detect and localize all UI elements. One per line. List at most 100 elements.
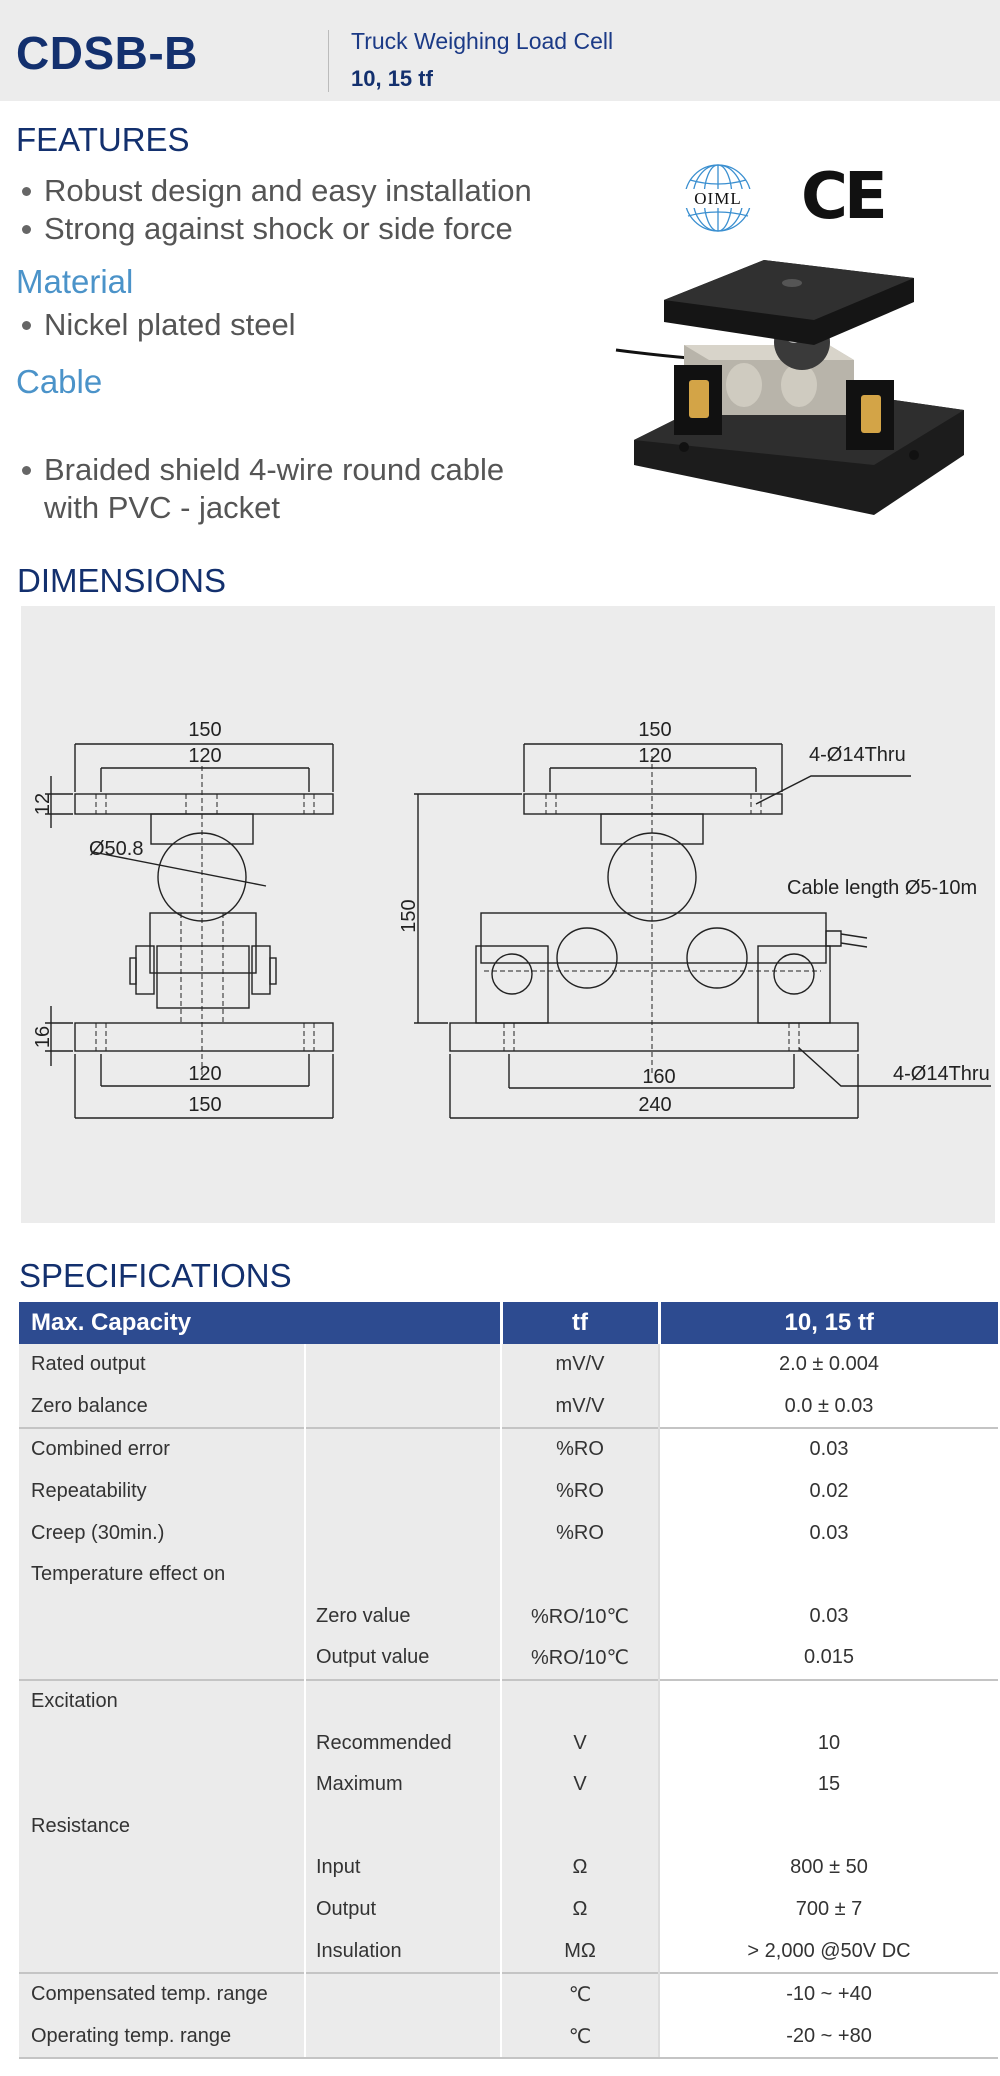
spec-row: Temperature effect on <box>19 1553 998 1596</box>
spec-subparam <box>304 1553 501 1596</box>
feature-item: Strong against shock or side force <box>16 210 532 248</box>
capacity-range: 10, 15 tf <box>351 66 433 91</box>
dimensions-drawing: 150 120 12 Ø50.8 16 120 150 150 120 4-Ø1… <box>32 719 991 1119</box>
spec-row: Compensated temp. range℃-10 ~ +40 <box>19 1971 998 2016</box>
spec-unit: mV/V <box>500 1385 659 1429</box>
spec-subparam <box>304 1971 501 2016</box>
spec-value: > 2,000 @50V DC <box>658 1930 998 1973</box>
features-list: Robust design and easy installation Stro… <box>16 172 532 248</box>
spec-unit: V <box>500 1763 659 1806</box>
spec-unit <box>500 1553 659 1596</box>
spec-subparam <box>304 1678 501 1723</box>
dim-right-120-top: 120 <box>638 745 671 767</box>
spec-param <box>19 1930 305 1973</box>
dim-right-240: 240 <box>638 1094 671 1116</box>
spec-header-capacity: Max. Capacity <box>19 1302 501 1344</box>
cable-item: Braided shield 4-wire round cable with P… <box>16 451 504 527</box>
oiml-logo-text: OIML <box>694 189 741 208</box>
spec-unit: mV/V <box>500 1344 659 1386</box>
page-header: CDSB-B Truck Weighing Load Cell 10, 15 t… <box>0 0 1000 101</box>
features-title: FEATURES <box>16 121 190 158</box>
spec-subparam: Output value <box>304 1637 501 1680</box>
spec-param <box>19 1722 305 1764</box>
spec-subparam <box>304 1427 501 1471</box>
spec-param: Excitation <box>19 1678 305 1723</box>
spec-subparam <box>304 1470 501 1513</box>
spec-header-row: Max. Capacity tf 10, 15 tf <box>19 1302 998 1344</box>
dim-right-cable-length: Cable length Ø5-10m <box>787 877 977 899</box>
spec-unit: Ω <box>500 1888 659 1931</box>
cable-title: Cable <box>16 363 103 400</box>
dim-right-thru-bottom: 4-Ø14Thru <box>893 1063 990 1085</box>
spec-subparam: Maximum <box>304 1763 501 1806</box>
spec-value: 0.0 ± 0.03 <box>658 1385 998 1429</box>
spec-param: Rated output <box>19 1344 305 1386</box>
spec-header-value: 10, 15 tf <box>657 1302 998 1344</box>
spec-unit <box>500 1805 659 1848</box>
spec-param: Zero balance <box>19 1385 305 1429</box>
model-name: CDSB-B <box>16 27 198 79</box>
header-divider <box>328 30 329 92</box>
dim-right-150-top: 150 <box>638 719 671 741</box>
spec-unit: Ω <box>500 1847 659 1889</box>
spec-row: Resistance <box>19 1805 998 1848</box>
spec-value: 15 <box>658 1763 998 1806</box>
spec-value: 0.03 <box>658 1595 998 1638</box>
dim-left-120-top: 120 <box>188 745 221 767</box>
dim-left-150-bottom: 150 <box>188 1094 221 1116</box>
spec-subparam <box>304 1805 501 1848</box>
spec-value: 0.015 <box>658 1637 998 1680</box>
dim-left-150-top: 150 <box>188 719 221 741</box>
dim-right-thru-top: 4-Ø14Thru <box>809 744 906 766</box>
feature-item: Robust design and easy installation <box>16 172 532 210</box>
spec-unit: MΩ <box>500 1930 659 1973</box>
dim-left-16: 16 <box>32 1026 54 1048</box>
spec-value: 0.02 <box>658 1470 998 1513</box>
spec-unit: %RO <box>500 1470 659 1513</box>
spec-unit: ℃ <box>500 2015 659 2060</box>
spec-subparam: Output <box>304 1888 501 1931</box>
spec-param <box>19 1847 305 1889</box>
spec-unit: ℃ <box>500 1971 659 2016</box>
spec-subparam <box>304 1344 501 1386</box>
spec-param: Combined error <box>19 1427 305 1471</box>
spec-value <box>658 1678 998 1723</box>
spec-value: -20 ~ +80 <box>658 2015 998 2060</box>
spec-subparam <box>304 1512 501 1554</box>
spec-subparam <box>304 1385 501 1429</box>
spec-subparam: Insulation <box>304 1930 501 1973</box>
dimensions-panel <box>21 606 995 1223</box>
spec-value: -10 ~ +40 <box>658 1971 998 2016</box>
product-subtitle: Truck Weighing Load Cell <box>351 28 614 54</box>
dim-right-160: 160 <box>642 1066 675 1088</box>
spec-unit <box>500 1678 659 1723</box>
dim-right-150-height: 150 <box>398 899 420 932</box>
spec-param: Operating temp. range <box>19 2015 305 2060</box>
dim-left-12: 12 <box>32 793 54 815</box>
spec-subparam: Zero value <box>304 1595 501 1638</box>
spec-unit: V <box>500 1722 659 1764</box>
spec-value: 0.03 <box>658 1512 998 1554</box>
spec-value: 800 ± 50 <box>658 1847 998 1889</box>
spec-subparam: Recommended <box>304 1722 501 1764</box>
spec-subparam: Input <box>304 1847 501 1889</box>
spec-header-unit: tf <box>499 1302 659 1344</box>
spec-value <box>658 1553 998 1596</box>
material-item: Nickel plated steel <box>16 306 296 344</box>
specifications-table: Max. Capacity tf 10, 15 tf Rated output m… <box>19 1302 998 2060</box>
ce-mark: CE <box>801 160 888 234</box>
spec-unit: %RO <box>500 1427 659 1471</box>
cable-list: Braided shield 4-wire round cable with P… <box>16 413 504 565</box>
spec-param: Resistance <box>19 1805 305 1848</box>
spec-unit: %RO/10℃ <box>500 1637 659 1680</box>
